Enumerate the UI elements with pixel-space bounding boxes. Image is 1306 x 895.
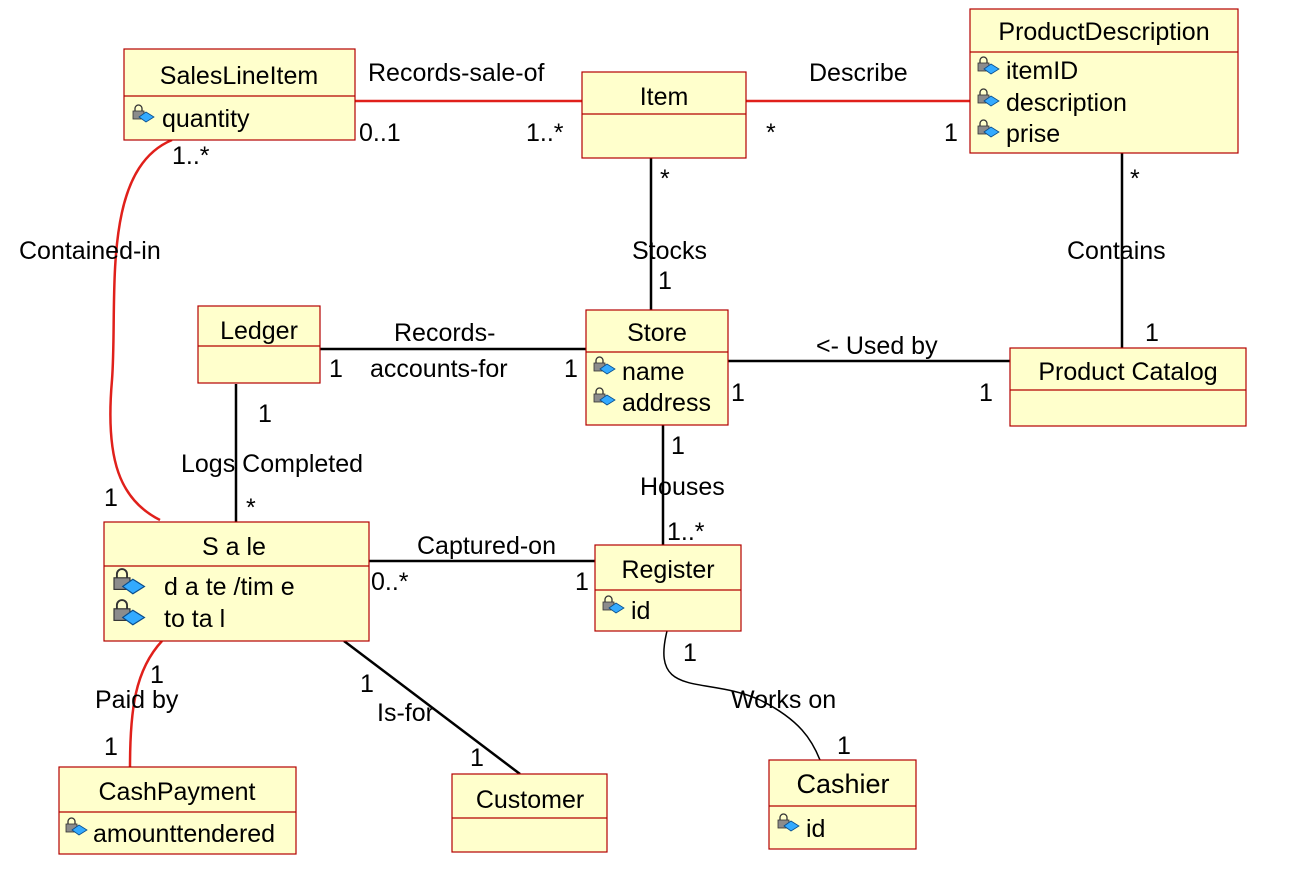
- attribute-id: id: [631, 597, 650, 625]
- describe-mult-a: *: [766, 119, 776, 147]
- paid-by-mult-b: 1: [104, 733, 118, 761]
- used-by-mult-a: 1: [731, 379, 745, 407]
- contains-mult-b: 1: [1145, 319, 1159, 347]
- paid-by-line: [128, 640, 163, 768]
- houses-label: Houses: [640, 473, 725, 501]
- captured-on-label: Captured-on: [417, 532, 556, 560]
- attribute-name: name: [622, 358, 685, 386]
- class-customer[interactable]: Customer: [451, 773, 608, 853]
- records-accounts-for-label-1: Records-: [394, 319, 495, 347]
- attribute-address: address: [622, 389, 711, 417]
- is-for-label: Is-for: [377, 699, 434, 727]
- works-on-label: Works on: [731, 686, 836, 714]
- describe-mult-b: 1: [944, 119, 958, 147]
- records-sale-of-mult-a: 0..1: [359, 119, 401, 147]
- is-for-mult-a: 1: [360, 670, 374, 698]
- records-sale-of-mult-b: 1..*: [526, 119, 564, 147]
- class-name: Cashier: [796, 769, 889, 799]
- logs-completed-mult-a: 1: [258, 400, 272, 428]
- class-name: S a le: [202, 533, 266, 561]
- class-name: Item: [640, 83, 689, 111]
- attribute-amount-tendered: amounttendered: [93, 820, 275, 848]
- class-register[interactable]: Register id: [594, 544, 742, 632]
- attribute-prise: prise: [1006, 120, 1060, 148]
- class-name: Product Catalog: [1038, 358, 1217, 386]
- is-for-line: [343, 640, 521, 775]
- describe-label: Describe: [809, 59, 908, 87]
- attribute-description: description: [1006, 89, 1127, 117]
- works-on-line: [663, 630, 821, 761]
- attribute-total: to ta l: [164, 605, 225, 633]
- attribute-date-time: d a te /tim e: [164, 573, 295, 601]
- class-product-catalog[interactable]: Product Catalog: [1009, 347, 1247, 427]
- logs-completed-label: Logs Completed: [181, 450, 363, 478]
- stocks-mult-b: 1: [658, 267, 672, 295]
- paid-by-label: Paid by: [95, 686, 179, 714]
- records-accounts-for-label-2: accounts-for: [370, 355, 508, 383]
- attribute-item-id: itemID: [1006, 57, 1078, 85]
- logs-completed-mult-b: *: [246, 494, 256, 522]
- houses-mult-a: 1: [671, 432, 685, 460]
- stocks-mult-a: *: [660, 165, 670, 193]
- class-name: Register: [621, 556, 714, 584]
- class-name: CashPayment: [98, 778, 255, 806]
- attribute-quantity: quantity: [162, 105, 250, 133]
- class-product-description[interactable]: ProductDescription itemID description pr…: [969, 8, 1239, 154]
- is-for-mult-b: 1: [470, 744, 484, 772]
- stocks-label: Stocks: [632, 237, 707, 265]
- records-sale-of-label: Records-sale-of: [368, 59, 545, 87]
- class-name: Store: [627, 319, 687, 347]
- contains-mult-a: *: [1130, 165, 1140, 193]
- class-store[interactable]: Store name address: [585, 309, 729, 426]
- used-by-label: <- Used by: [816, 332, 938, 360]
- class-cash-payment[interactable]: CashPayment amounttendered: [58, 766, 297, 855]
- used-by-mult-b: 1: [979, 379, 993, 407]
- class-cashier[interactable]: Cashier id: [768, 759, 917, 850]
- captured-on-mult-b: 1: [575, 568, 589, 596]
- captured-on-mult-a: 0..*: [371, 568, 409, 596]
- class-name: SalesLineItem: [160, 62, 318, 90]
- contained-in-mult-a: 1..*: [172, 142, 210, 170]
- class-item[interactable]: Item: [581, 71, 747, 159]
- contained-in-line: [109, 138, 173, 522]
- contains-label: Contains: [1067, 237, 1166, 265]
- class-name: Ledger: [220, 317, 298, 345]
- class-ledger[interactable]: Ledger: [197, 305, 321, 384]
- works-on-mult-b: 1: [837, 732, 851, 760]
- class-name: ProductDescription: [998, 18, 1209, 46]
- attribute-id: id: [806, 815, 825, 843]
- works-on-mult-a: 1: [683, 639, 697, 667]
- records-accounts-for-mult-b: 1: [564, 355, 578, 383]
- paid-by-mult-a: 1: [150, 661, 164, 689]
- class-name: Customer: [476, 786, 584, 814]
- records-accounts-for-mult-a: 1: [329, 355, 343, 383]
- contained-in-mult-b: 1: [104, 484, 118, 512]
- class-sale[interactable]: S a le d a te /tim e to ta l: [103, 521, 370, 642]
- class-sales-line-item[interactable]: SalesLineItem quantity: [123, 48, 356, 141]
- houses-mult-b: 1..*: [667, 518, 705, 546]
- contained-in-label: Contained-in: [19, 237, 161, 265]
